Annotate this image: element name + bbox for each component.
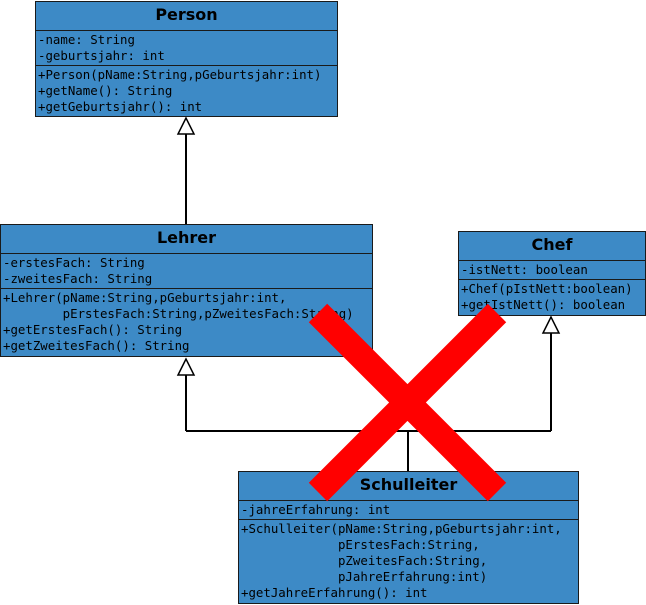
method: +getName(): String [38,83,173,98]
class-schulleiter: Schulleiter -jahreErfahrung: int +Schull… [238,471,579,604]
person-generalization-arrowhead [176,116,196,135]
method: +getGeburtsjahr(): int [38,99,203,114]
class-lehrer-attributes: -erstesFach: String -zweitesFach: String [1,253,372,288]
class-person-title: Person [155,5,218,24]
attribute: -zweitesFach: String [3,271,153,286]
chef-generalization-arrowhead [541,315,561,334]
class-lehrer-methods: +Lehrer(pName:String,pGeburtsjahr:int, p… [1,288,372,355]
method: +getZweitesFach(): String [3,338,190,353]
attribute: -jahreErfahrung: int [241,502,391,517]
cross-stroke-2 [308,303,507,502]
class-chef-attributes: -istNett: boolean [459,260,645,279]
attribute: -erstesFach: String [3,255,145,270]
method: +Person(pName:String,pGeburtsjahr:int) [38,67,322,82]
attribute: -istNett: boolean [461,262,588,277]
class-schulleiter-methods: +Schulleiter(pName:String,pGeburtsjahr:i… [239,519,578,602]
method: +Schulleiter(pName:String,pGeburtsjahr:i… [241,521,562,536]
method: pErstesFach:String, [241,537,480,552]
attribute: -name: String [38,32,135,47]
method: +Chef(pIstNett:boolean) [461,281,633,296]
lehrer-generalization-arrowhead [176,357,196,376]
method: pZweitesFach:String, [241,553,488,568]
class-lehrer: Lehrer -erstesFach: String -zweitesFach:… [0,224,373,357]
method: +getErstesFach(): String [3,322,183,337]
method: pErstesFach:String,pZweitesFach:String) [3,306,354,321]
class-person-attributes: -name: String -geburtsjahr: int [36,30,337,65]
class-chef: Chef -istNett: boolean +Chef(pIstNett:bo… [458,231,646,316]
class-schulleiter-attributes: -jahreErfahrung: int [239,500,578,519]
method: +getJahreErfahrung(): int [241,585,428,600]
method: pJahreErfahrung:int) [241,569,488,584]
class-person-methods: +Person(pName:String,pGeburtsjahr:int) +… [36,65,337,116]
method: +Lehrer(pName:String,pGeburtsjahr:int, [3,290,287,305]
attribute: -geburtsjahr: int [38,48,165,63]
class-person: Person -name: String -geburtsjahr: int +… [35,1,338,117]
class-chef-title: Chef [531,235,573,254]
class-schulleiter-title: Schulleiter [359,475,458,494]
class-lehrer-title: Lehrer [156,228,217,247]
